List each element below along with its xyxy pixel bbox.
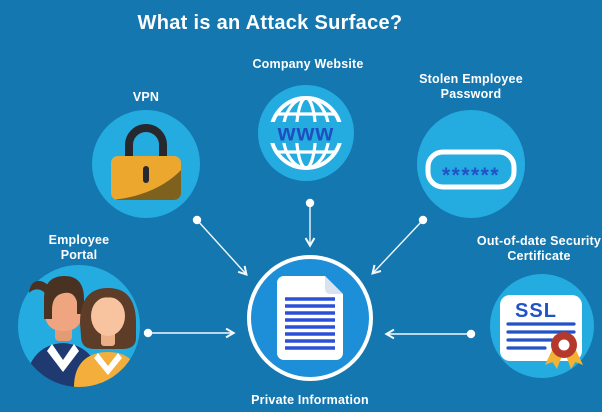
lock-icon (111, 124, 181, 200)
ssl-certificate-node: SSL (490, 274, 594, 378)
connector-stolen-password (371, 219, 424, 275)
vpn-label: VPN (132, 90, 160, 104)
private-information-label: Private Information (251, 393, 369, 407)
private-information-hub-circle (247, 255, 373, 381)
stolen-password-label: Stolen Employee Password (419, 72, 523, 101)
password-field-icon: ****** (425, 149, 517, 190)
employees-icon (26, 276, 140, 387)
seal-ribbon-icon (545, 332, 583, 369)
ssl-certificate-label: Out-of-date Security Certificate (476, 234, 602, 263)
ssl-badge-text: SSL (515, 300, 557, 322)
connector-vpn (196, 219, 248, 276)
vpn-node-circle (92, 110, 200, 218)
ssl-certificate-icon: SSL (500, 295, 583, 369)
password-mask-text: ****** (442, 164, 500, 187)
connector-dot (143, 328, 153, 338)
employee-portal-label: Employee Portal (48, 233, 110, 262)
www-text: www (277, 120, 335, 146)
connector-dot (192, 215, 202, 225)
company-website-label: Company Website (252, 57, 364, 71)
document-icon (277, 276, 343, 360)
stolen-password-node-circle: ****** (417, 110, 525, 218)
company-website-node-circle: www (258, 85, 354, 181)
employee-portal-node (18, 265, 140, 387)
connector-dot (418, 215, 428, 225)
globe-www-icon: www (260, 96, 352, 170)
page-title: What is an Attack Surface? (137, 12, 403, 34)
connector-dot (466, 329, 476, 339)
connector-dot (305, 198, 315, 208)
